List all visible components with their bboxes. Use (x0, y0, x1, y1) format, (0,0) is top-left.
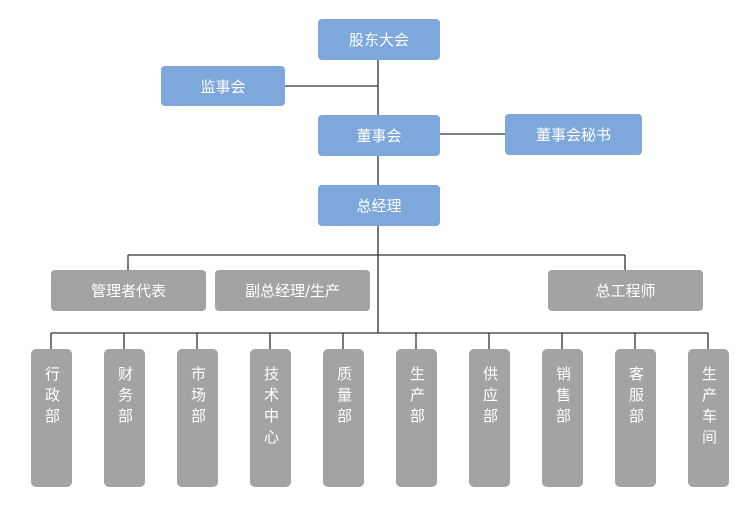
node-shareholders-label: 股东大会 (348, 31, 409, 49)
node-chief-engineer: 总工程师 (548, 270, 703, 311)
dept-production-workshop: 生产车间 (688, 349, 729, 487)
dept-marketing-label: 市场部 (189, 366, 207, 429)
node-board-secretary: 董事会秘书 (505, 114, 642, 155)
node-supervisory-board: 监事会 (161, 66, 285, 106)
node-deputy-gm-production-label: 副总经理/生产 (244, 282, 341, 300)
dept-supply: 供应部 (469, 349, 510, 487)
dept-customer-service: 客服部 (615, 349, 656, 487)
dept-administration: 行政部 (31, 349, 72, 487)
node-board-secretary-label: 董事会秘书 (535, 126, 611, 144)
node-management-rep: 管理者代表 (51, 270, 206, 311)
dept-marketing: 市场部 (177, 349, 218, 487)
node-board-label: 董事会 (356, 127, 402, 145)
dept-production-workshop-label: 生产车间 (700, 366, 718, 450)
dept-quality: 质量部 (323, 349, 364, 487)
dept-technology-center-label: 技术中心 (262, 366, 280, 450)
dept-production: 生产部 (396, 349, 437, 487)
dept-finance-label: 财务部 (116, 366, 134, 429)
node-board: 董事会 (318, 115, 440, 156)
node-supervisory-board-label: 监事会 (200, 77, 246, 96)
dept-sales: 销售部 (542, 349, 583, 487)
node-general-manager-label: 总经理 (356, 197, 402, 215)
dept-production-label: 生产部 (408, 366, 426, 429)
node-chief-engineer-label: 总工程师 (595, 282, 656, 300)
node-management-rep-label: 管理者代表 (90, 282, 166, 300)
dept-quality-label: 质量部 (335, 366, 353, 429)
dept-sales-label: 销售部 (554, 366, 572, 429)
dept-administration-label: 行政部 (43, 366, 61, 429)
dept-customer-service-label: 客服部 (627, 366, 645, 429)
dept-finance: 财务部 (104, 349, 145, 487)
node-shareholders: 股东大会 (318, 19, 440, 60)
node-deputy-gm-production: 副总经理/生产 (215, 270, 370, 311)
dept-supply-label: 供应部 (481, 366, 499, 429)
node-general-manager: 总经理 (318, 185, 440, 226)
dept-technology-center: 技术中心 (250, 349, 291, 487)
